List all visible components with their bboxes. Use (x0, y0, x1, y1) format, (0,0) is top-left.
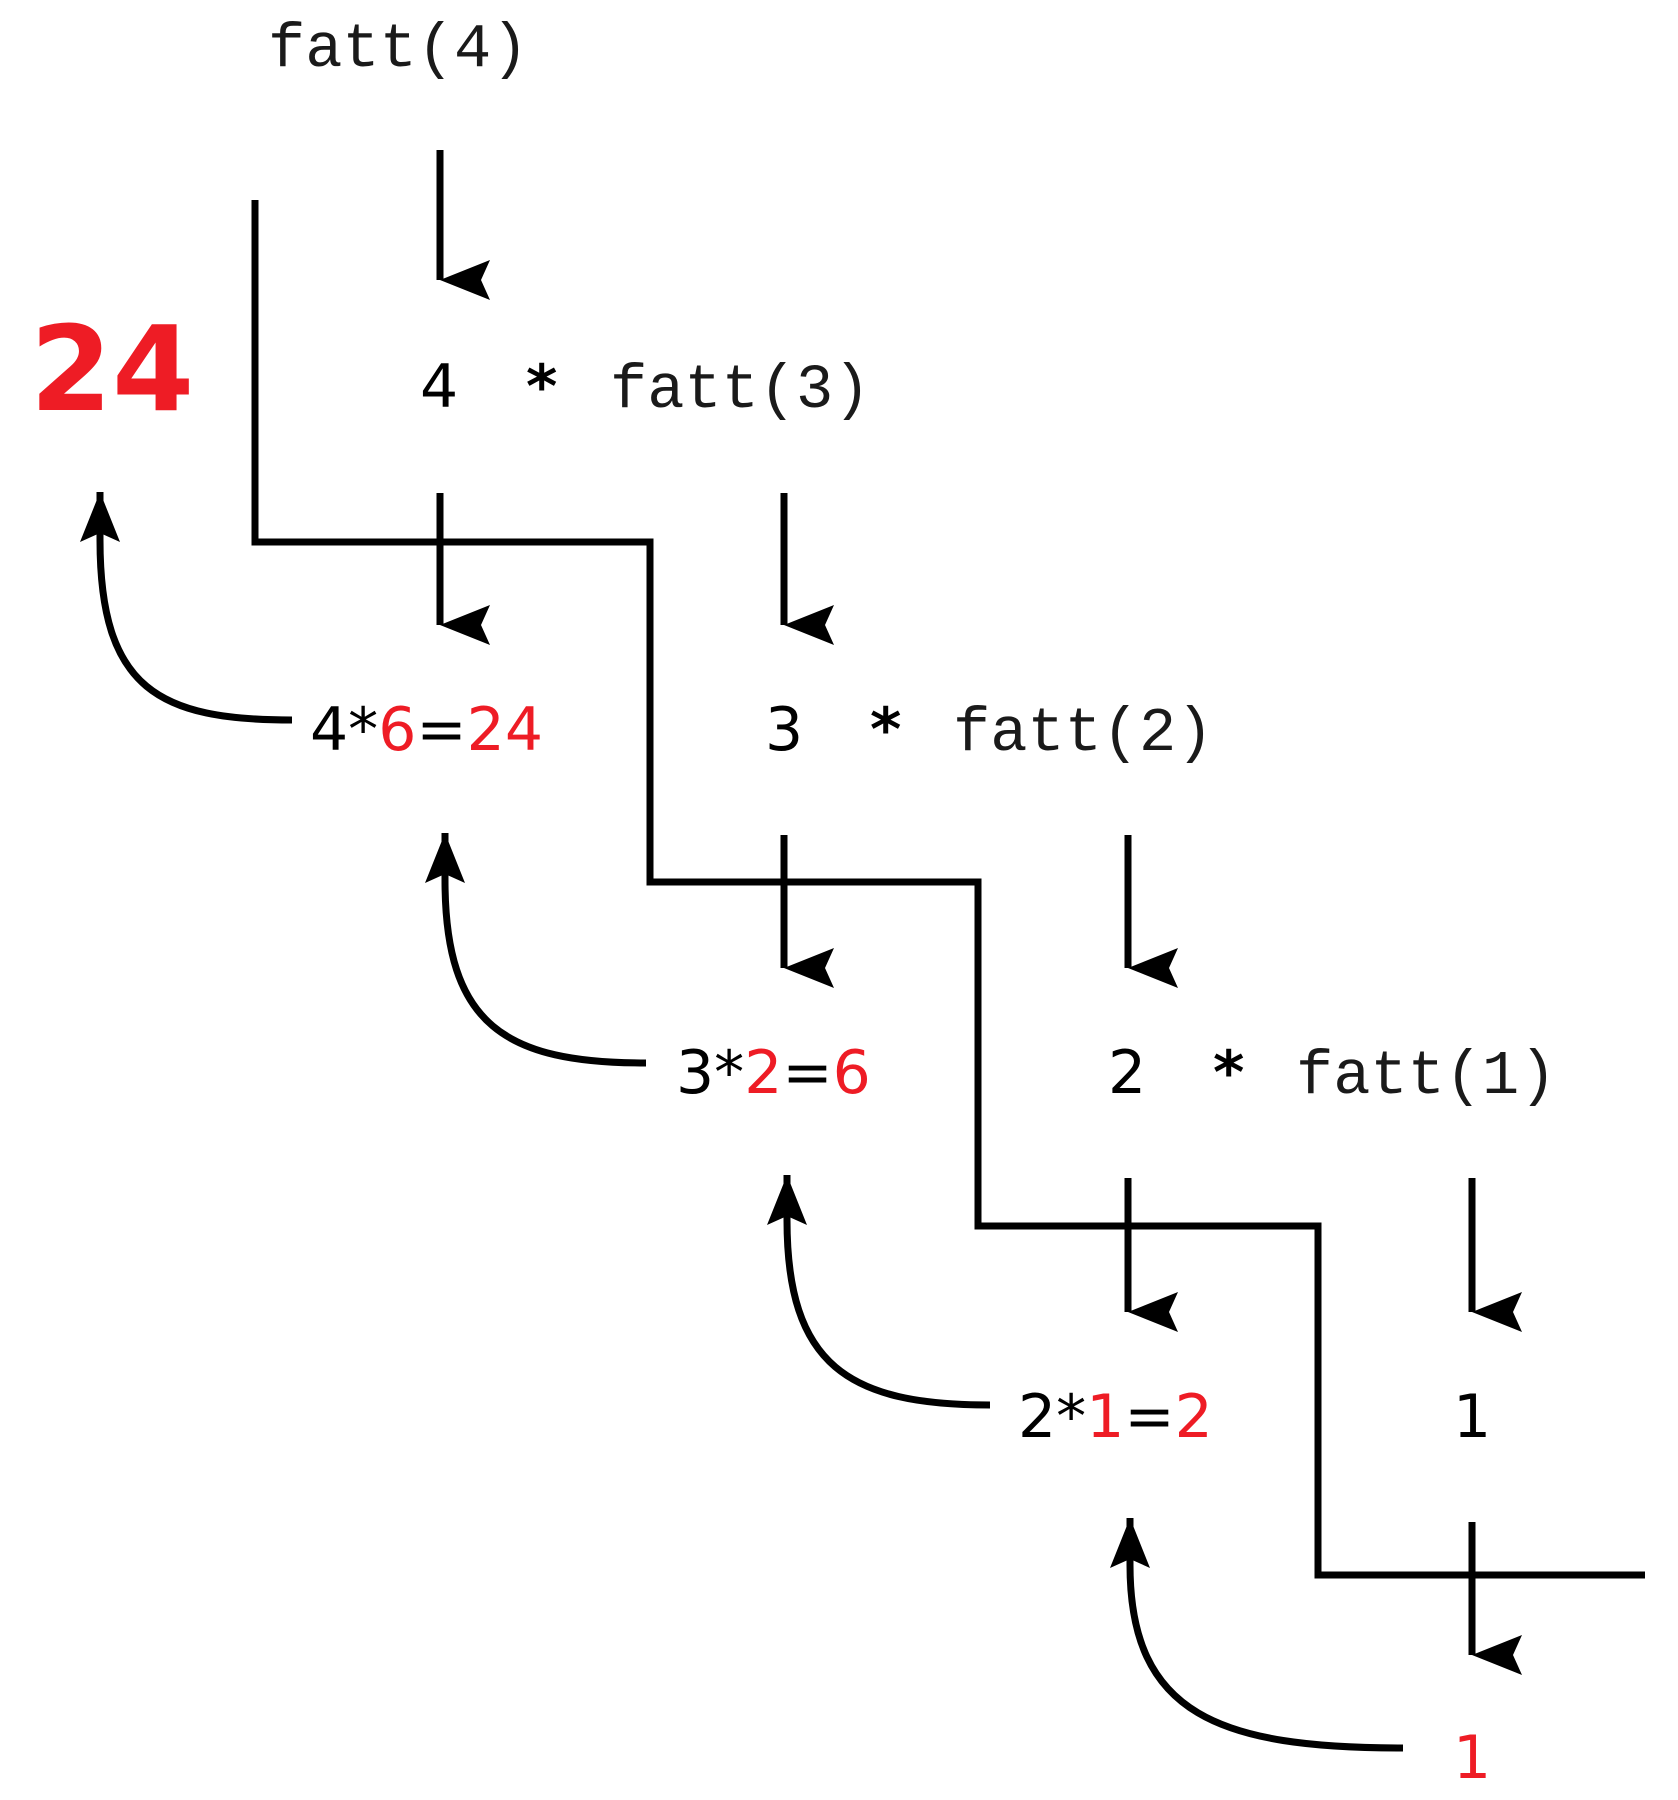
staircase-line (251, 200, 1645, 1579)
return-left: 3* (676, 1038, 744, 1108)
call-fatt-3: fatt(3) (610, 355, 870, 426)
call-row-fatt-2: 3 * fatt(2) (765, 695, 1213, 769)
return-arrows (80, 492, 1404, 1752)
call-operator: * (526, 352, 557, 422)
call-operator: * (870, 695, 901, 765)
return-result: 2 (1175, 1382, 1213, 1452)
return-equals: = (416, 695, 466, 765)
call-arrows (436, 150, 1522, 1675)
call-multiplier: 2 (1108, 1038, 1146, 1108)
return-result: 6 (833, 1038, 871, 1108)
call-multiplier: 3 (765, 695, 803, 765)
call-row-fatt-1: 2 * fatt(1) (1108, 1038, 1556, 1112)
return-sub-result: 6 (378, 695, 416, 765)
return-arrow (80, 492, 293, 724)
call-operator: * (1213, 1038, 1244, 1108)
return-fatt-3: 3*2=6 (676, 1038, 871, 1108)
call-fatt-1: fatt(1) (1296, 1041, 1556, 1112)
call-multiplier: 4 (420, 352, 458, 422)
return-arrow (1110, 1518, 1404, 1752)
return-result: 24 (467, 695, 543, 765)
return-left: 2* (1018, 1382, 1086, 1452)
return-base-value: 1 (1453, 1723, 1491, 1793)
call-fatt-2: fatt(2) (953, 698, 1213, 769)
final-result: 24 (30, 300, 194, 438)
return-left: 4* (310, 695, 378, 765)
return-equals: = (782, 1038, 832, 1108)
call-row-fatt-3: 4 * fatt(3) (420, 352, 870, 426)
return-arrow (425, 833, 647, 1067)
return-sub-result: 2 (744, 1038, 782, 1108)
return-sub-result: 1 (1086, 1382, 1124, 1452)
base-case-value: 1 (1453, 1382, 1491, 1452)
return-fatt-2: 2*1=2 (1018, 1382, 1213, 1452)
return-fatt-4: 4*6=24 (310, 695, 543, 765)
call-fatt-4: fatt(4) (268, 14, 528, 85)
return-arrow (767, 1175, 991, 1409)
return-equals: = (1124, 1382, 1174, 1452)
